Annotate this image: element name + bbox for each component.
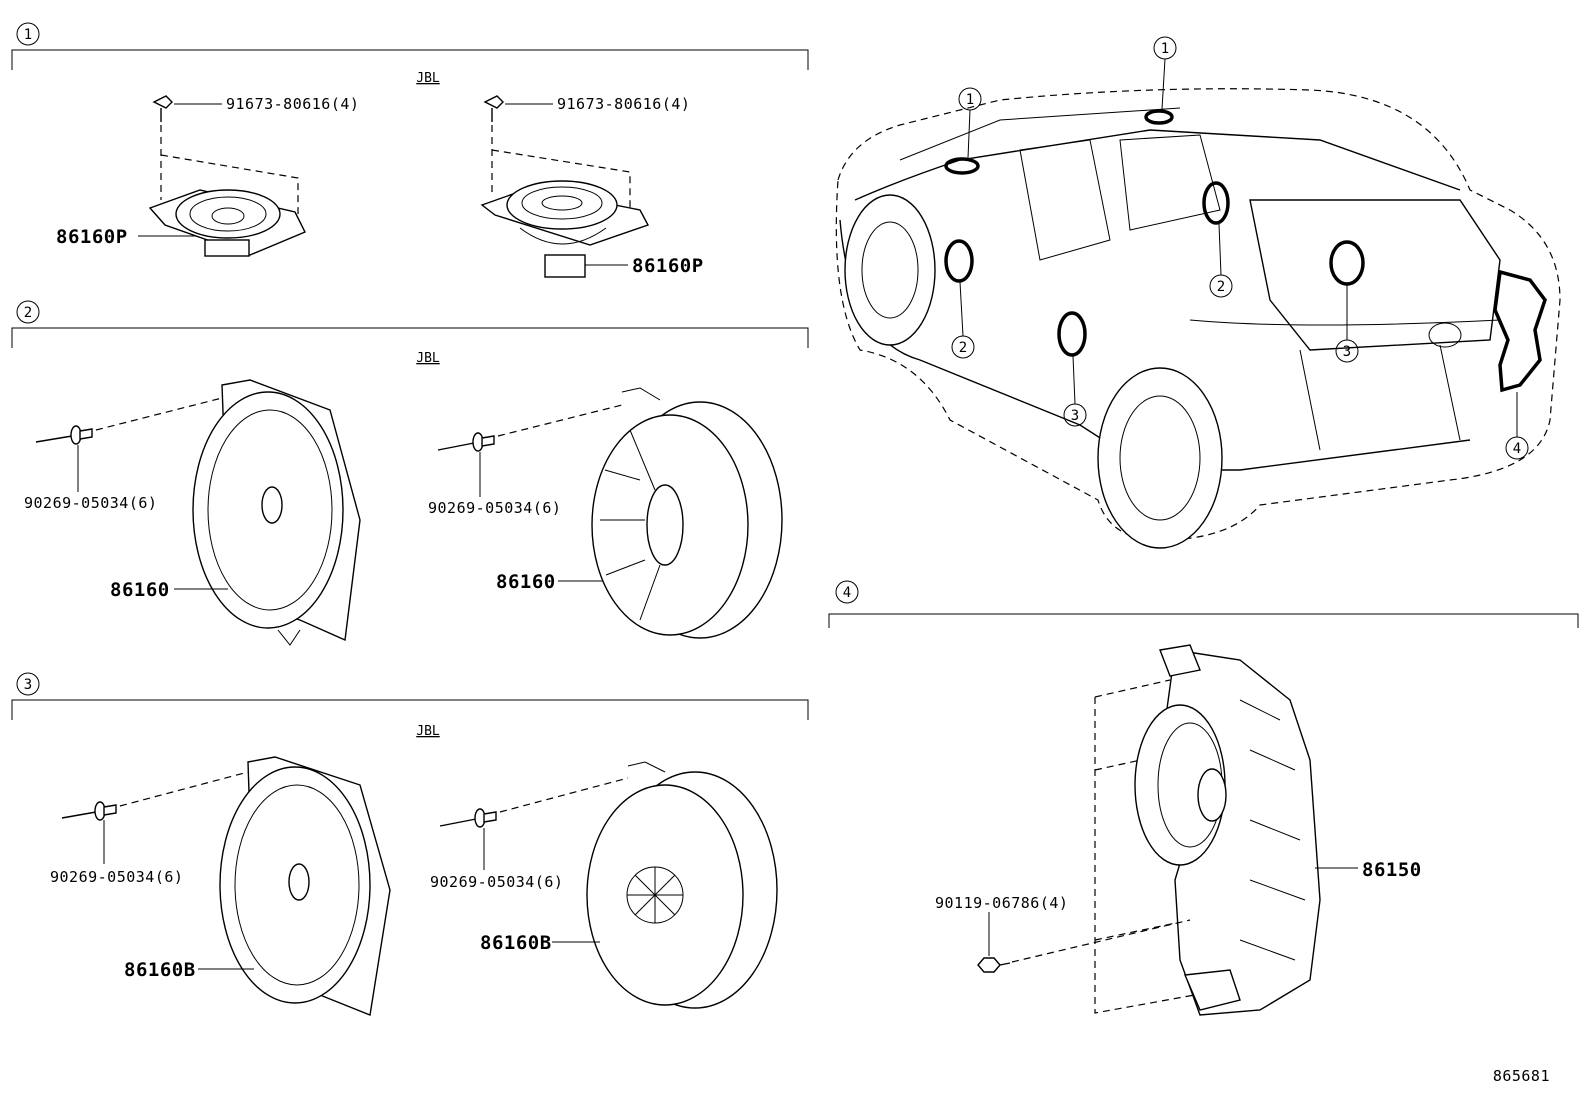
door-speaker-icon <box>219 756 391 1016</box>
tweeter-speaker-icon <box>148 189 306 257</box>
screw-icon <box>152 95 173 122</box>
section-3-bracket <box>11 699 809 720</box>
part-number-label: 86160B <box>124 959 196 981</box>
vehicle-callout: 2 <box>959 340 967 356</box>
part-number-label: 86160 <box>110 579 170 601</box>
section-4-bracket <box>828 613 1579 628</box>
speaker-location-1a <box>944 157 980 175</box>
vehicle-callout: 1 <box>966 92 974 108</box>
speaker-location-3a <box>1057 311 1087 357</box>
fastener-label: 91673-80616(4) <box>557 95 690 113</box>
speaker-location-2a <box>944 239 974 283</box>
rivet-icon <box>35 425 93 445</box>
speaker-location-2b <box>1202 181 1230 225</box>
screw-icon <box>483 95 504 122</box>
vehicle-callout: 3 <box>1071 408 1079 424</box>
section-2-marker-circle <box>16 300 40 324</box>
section-1-marker: 1 <box>24 27 32 43</box>
vehicle-callout: 3 <box>1343 344 1351 360</box>
section-1-marker-circle <box>16 22 40 46</box>
part-number-label: 86160 <box>496 571 556 593</box>
door-speaker-icon <box>586 761 778 1009</box>
part-number-label: 86160B <box>480 932 552 954</box>
section-4-marker-circle <box>835 580 859 604</box>
vehicle-callout: 1 <box>1161 41 1169 57</box>
figure-number: 865681 <box>1493 1067 1550 1085</box>
fastener-label: 90119-06786(4) <box>935 894 1068 912</box>
section-1: 1 JBL 91673-80616(4) 86160P 91673-80616(… <box>11 22 809 278</box>
suv-outline-icon <box>835 88 1561 549</box>
rivet-icon <box>437 432 495 452</box>
section-3-marker: 3 <box>24 677 32 693</box>
section-3-brand: JBL <box>416 724 440 739</box>
fastener-label: 90269-05034(6) <box>430 873 563 891</box>
fastener-label: 90269-05034(6) <box>428 499 561 517</box>
rivet-icon <box>61 801 117 821</box>
rivet-icon <box>439 808 497 828</box>
door-speaker-icon <box>192 379 361 646</box>
door-speaker-icon <box>591 387 783 639</box>
woofer-speaker-box-icon <box>1134 644 1321 1016</box>
section-2-bracket <box>11 327 809 348</box>
fastener-label: 90269-05034(6) <box>24 494 157 512</box>
section-3: 3 JBL 90269-05034(6) 86160B 90269-05034(… <box>11 672 809 1016</box>
section-1-bracket <box>11 49 809 70</box>
section-2-marker: 2 <box>24 305 32 321</box>
section-4-marker: 4 <box>843 585 851 601</box>
vehicle-callout: 4 <box>1513 441 1521 457</box>
part-number-label: 86150 <box>1362 859 1422 881</box>
speaker-location-3b <box>1329 240 1365 286</box>
section-4: 4 86150 90119-06786(4) <box>828 580 1579 1016</box>
tweeter-speaker-icon <box>480 180 650 278</box>
section-2-brand: JBL <box>416 351 440 366</box>
speaker-location-4 <box>1493 269 1547 393</box>
section-2: 2 JBL 90269-05034(6) 86160 90269-05 <box>11 300 809 646</box>
vehicle-location-view: 1 1 2 2 3 3 4 <box>835 36 1561 549</box>
part-number-label: 86160P <box>56 226 128 248</box>
speaker-location-1b <box>1144 109 1174 125</box>
vehicle-callout: 2 <box>1217 279 1225 295</box>
part-number-label: 86160P <box>632 255 704 277</box>
section-3-marker-circle <box>16 672 40 696</box>
section-1-brand: JBL <box>416 71 440 86</box>
bolt-icon <box>977 957 1011 973</box>
fastener-label: 91673-80616(4) <box>226 95 359 113</box>
fastener-label: 90269-05034(6) <box>50 868 183 886</box>
